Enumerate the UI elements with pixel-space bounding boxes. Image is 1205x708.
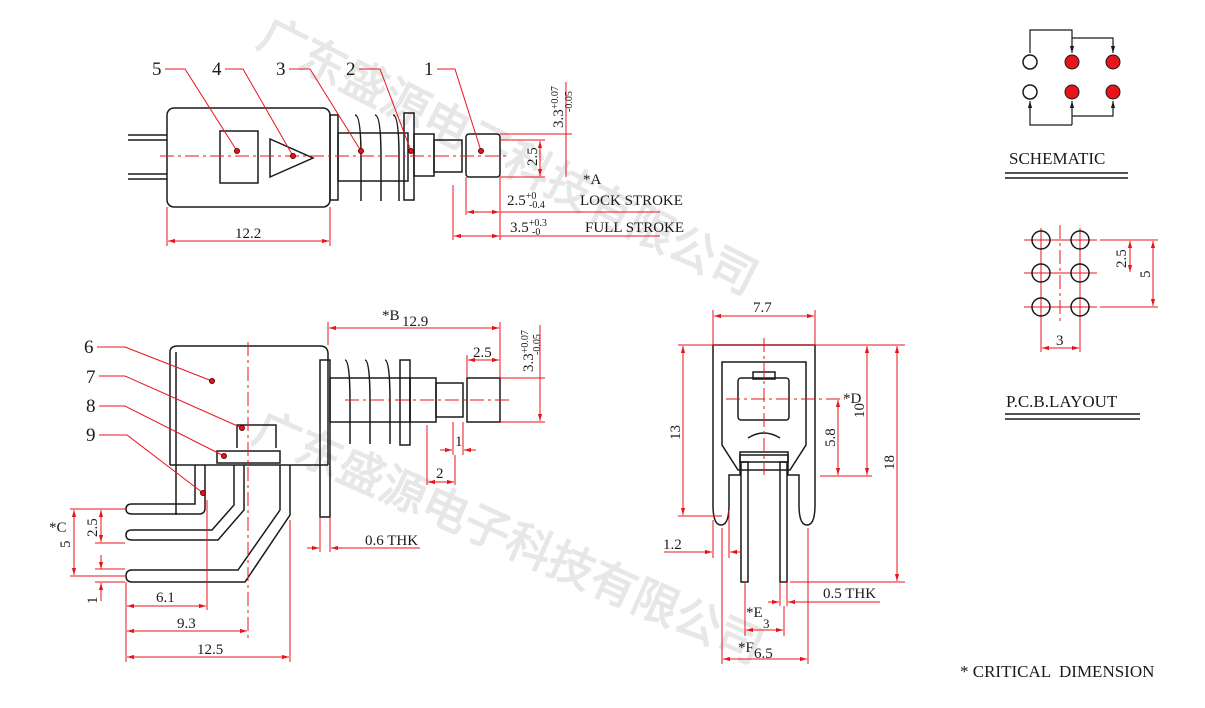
side-view: 6 7 8 9 *B 12.9 2.5 3.3+0.07 -0.05 1 2 0… (49, 308, 545, 662)
svg-text:广东盛源电子科技有限公司: 广东盛源电子科技有限公司 (246, 401, 772, 675)
svg-text:5: 5 (1138, 271, 1154, 279)
svg-text:6.1: 6.1 (156, 590, 175, 606)
side-body (169, 345, 329, 465)
callouts-top: 5 4 3 2 1 (152, 59, 484, 159)
mount-tab (319, 359, 331, 518)
svg-text:3: 3 (763, 616, 770, 631)
svg-text:*F: *F (738, 640, 754, 656)
svg-text:*D: *D (843, 391, 862, 407)
svg-text:18: 18 (882, 455, 898, 470)
pin-left (740, 461, 749, 583)
watermark: 广东盛源电子科技有限公司 广东盛源电子科技有限公司 (246, 7, 772, 675)
pcb-hole (1070, 297, 1090, 317)
svg-text:2: 2 (436, 466, 444, 482)
svg-text:10: 10 (852, 403, 868, 418)
svg-text:5.8: 5.8 (823, 428, 839, 447)
svg-text:-0.4: -0.4 (529, 200, 545, 211)
svg-text:12.9: 12.9 (402, 314, 428, 330)
svg-text:3.3+0.07: 3.3+0.07 (550, 86, 567, 128)
front-view: 7.7 13 5.8 *D 10 18 1.2 0.5 THK *E 3 *F … (663, 300, 905, 664)
svg-text:*E: *E (746, 605, 763, 621)
svg-text:4: 4 (212, 59, 222, 80)
pcb-hole (1070, 230, 1090, 250)
schematic: SCHEMATIC (1005, 29, 1128, 179)
svg-text:1: 1 (424, 59, 434, 80)
svg-text:7.7: 7.7 (753, 300, 772, 316)
svg-text:3: 3 (1056, 333, 1064, 349)
svg-text:9.3: 9.3 (177, 616, 196, 632)
contact-closed (1064, 84, 1080, 100)
svg-text:9: 9 (86, 425, 96, 446)
contact-slider (236, 424, 277, 448)
svg-text:2.5: 2.5 (525, 147, 541, 166)
pcb-hole (1031, 297, 1051, 317)
contact-closed (1105, 54, 1121, 70)
pcb-layout-title: P.C.B.LAYOUT (1006, 392, 1118, 411)
contact-open (1022, 54, 1038, 70)
svg-text:13: 13 (668, 425, 684, 440)
contact-closed (1064, 54, 1080, 70)
svg-text:3.5+0.3: 3.5+0.3 (510, 218, 547, 236)
svg-text:12.2: 12.2 (235, 226, 261, 242)
svg-text:3.3+0.07: 3.3+0.07 (520, 330, 537, 372)
schematic-title: SCHEMATIC (1009, 149, 1105, 168)
switch-body (166, 107, 331, 208)
svg-text:1: 1 (85, 597, 101, 605)
svg-text:广东盛源电子科技有限公司: 广东盛源电子科技有限公司 (250, 7, 766, 306)
svg-text:2.5: 2.5 (85, 518, 101, 537)
svg-text:1: 1 (455, 434, 463, 450)
svg-text:5: 5 (152, 59, 162, 80)
svg-text:0.5 THK: 0.5 THK (823, 586, 876, 602)
svg-text:-0: -0 (532, 227, 540, 238)
pcb-layout: 2.5 5 3 P.C.B.LAYOUT (1005, 225, 1158, 420)
svg-text:5: 5 (58, 541, 74, 549)
critical-dimension-note: * CRITICAL DIMENSION (960, 662, 1154, 681)
pin-right (779, 461, 788, 583)
window (219, 130, 259, 184)
svg-text:2.5+0: 2.5+0 (507, 191, 536, 209)
callouts-side: 6 7 8 9 (84, 337, 245, 496)
contact-closed (1105, 84, 1121, 100)
svg-text:12.5: 12.5 (197, 642, 223, 658)
svg-text:*A: *A (583, 172, 602, 188)
side-spring (329, 359, 411, 446)
svg-text:7: 7 (86, 367, 96, 388)
svg-text:FULL STROKE: FULL STROKE (585, 220, 684, 236)
svg-text:8: 8 (86, 396, 96, 417)
svg-text:6: 6 (84, 337, 94, 358)
svg-text:2.5: 2.5 (1114, 249, 1130, 268)
svg-text:-0.05: -0.05 (532, 334, 543, 355)
svg-text:2.5: 2.5 (473, 345, 492, 361)
svg-text:*C: *C (49, 520, 67, 536)
svg-text:6.5: 6.5 (754, 646, 773, 662)
pcb-hole (1031, 230, 1051, 250)
pcb-hole (1070, 263, 1090, 283)
svg-text:1.2: 1.2 (663, 537, 682, 553)
svg-text:-0.05: -0.05 (564, 91, 575, 112)
lock-cam (269, 137, 315, 179)
svg-text:0.6 THK: 0.6 THK (365, 533, 418, 549)
pcb-hole (1031, 263, 1051, 283)
top-view: 5 4 3 2 1 12.2 2.5 3.3+0.07 -0.05 *A 2.5… (128, 59, 684, 246)
svg-text:2: 2 (346, 59, 356, 80)
svg-text:LOCK STROKE: LOCK STROKE (580, 193, 683, 209)
svg-text:3: 3 (276, 59, 286, 80)
contact-open (1022, 84, 1038, 100)
svg-text:*B: *B (382, 308, 400, 324)
